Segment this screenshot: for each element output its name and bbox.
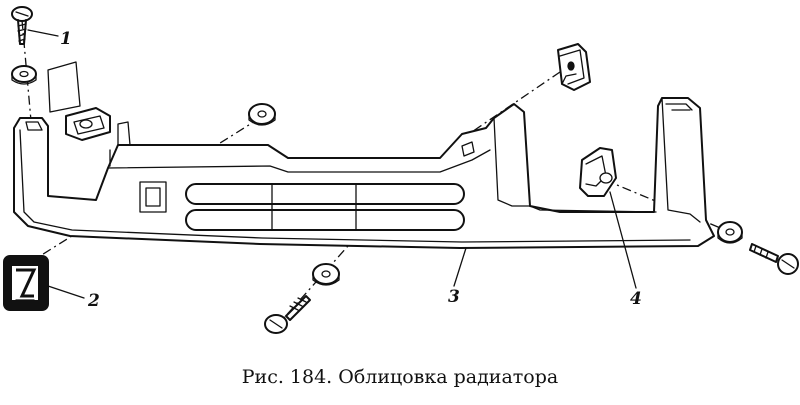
radiator-grille-panel (13, 97, 715, 249)
grille-slots (139, 181, 465, 231)
callout-4: 4 (630, 289, 642, 309)
callout-1: 1 (60, 29, 72, 49)
callout-3: 3 (448, 287, 460, 307)
figure-caption: Рис. 184. Облицовка радиатора (241, 366, 559, 388)
leader-lines (27, 29, 637, 299)
clip-part-4 (579, 147, 617, 197)
left-mount-bracket (47, 61, 111, 141)
washer-lower-middle (312, 263, 340, 286)
clip-top-right (557, 43, 591, 91)
washer-right (717, 221, 743, 244)
rubber-insert-part-2 (3, 255, 49, 311)
screw-part-1 (11, 6, 37, 85)
washer-left-top (248, 103, 276, 126)
screw-right (749, 243, 799, 275)
callout-2: 2 (87, 291, 100, 311)
screw-lower-middle (264, 295, 311, 334)
